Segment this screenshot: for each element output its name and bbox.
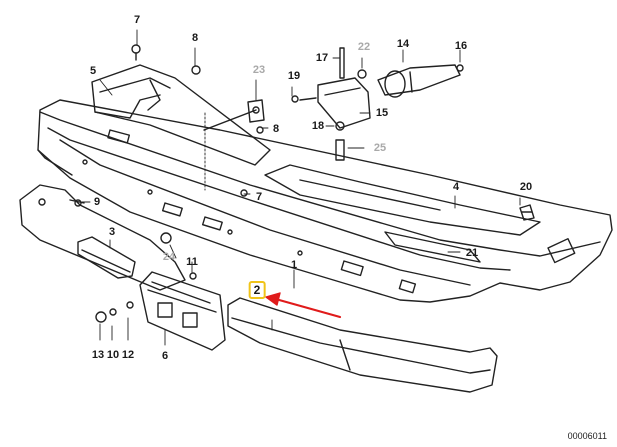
callout-1[interactable]: 1 — [290, 259, 298, 271]
callout-8-mid[interactable]: 8 — [272, 123, 280, 135]
license-plate-bracket — [139, 271, 226, 351]
callout-23[interactable]: 23 — [252, 64, 266, 76]
callout-21[interactable]: 21 — [465, 247, 479, 259]
callout-16[interactable]: 16 — [454, 40, 468, 52]
callout-12[interactable]: 12 — [121, 349, 135, 361]
upper-bracket — [203, 99, 265, 131]
upper-cover — [91, 64, 271, 166]
callout-13[interactable]: 13 — [91, 349, 105, 361]
callout-8-top[interactable]: 8 — [191, 32, 199, 44]
lower-moulding — [227, 297, 498, 393]
callout-10[interactable]: 10 — [106, 349, 120, 361]
red-pointer-arrow — [265, 292, 342, 319]
callout-9[interactable]: 9 — [93, 196, 101, 208]
callout-7-top[interactable]: 7 — [133, 14, 141, 26]
fasteners — [74, 44, 464, 323]
left-end-section — [19, 184, 186, 291]
callout-15[interactable]: 15 — [375, 107, 389, 119]
callout-7-mid[interactable]: 7 — [255, 191, 263, 203]
callout-19[interactable]: 19 — [287, 70, 301, 82]
callout-17[interactable]: 17 — [315, 52, 329, 64]
bolt-and-nut — [335, 121, 345, 161]
callout-6[interactable]: 6 — [161, 350, 169, 362]
callout-22[interactable]: 22 — [357, 41, 371, 53]
moulding-left — [77, 236, 136, 279]
front-bumper-main — [37, 99, 613, 303]
callout-25[interactable]: 25 — [373, 142, 387, 154]
callout-3[interactable]: 3 — [108, 226, 116, 238]
callout-4[interactable]: 4 — [452, 181, 460, 193]
callout-20[interactable]: 20 — [519, 181, 533, 193]
bumper-trim-strip — [264, 164, 541, 263]
callout-11[interactable]: 11 — [186, 256, 198, 268]
callout-14[interactable]: 14 — [396, 38, 410, 50]
callout-5[interactable]: 5 — [89, 65, 97, 77]
callout-2-highlighted[interactable]: 2 — [248, 281, 266, 299]
small-clip — [519, 204, 535, 221]
impact-absorber-assembly — [299, 47, 461, 129]
callout-18[interactable]: 18 — [311, 120, 325, 132]
leader-lines — [81, 29, 521, 346]
callout-24[interactable]: 24 — [162, 251, 176, 263]
diagram-reference-code: 00006011 — [567, 431, 607, 441]
